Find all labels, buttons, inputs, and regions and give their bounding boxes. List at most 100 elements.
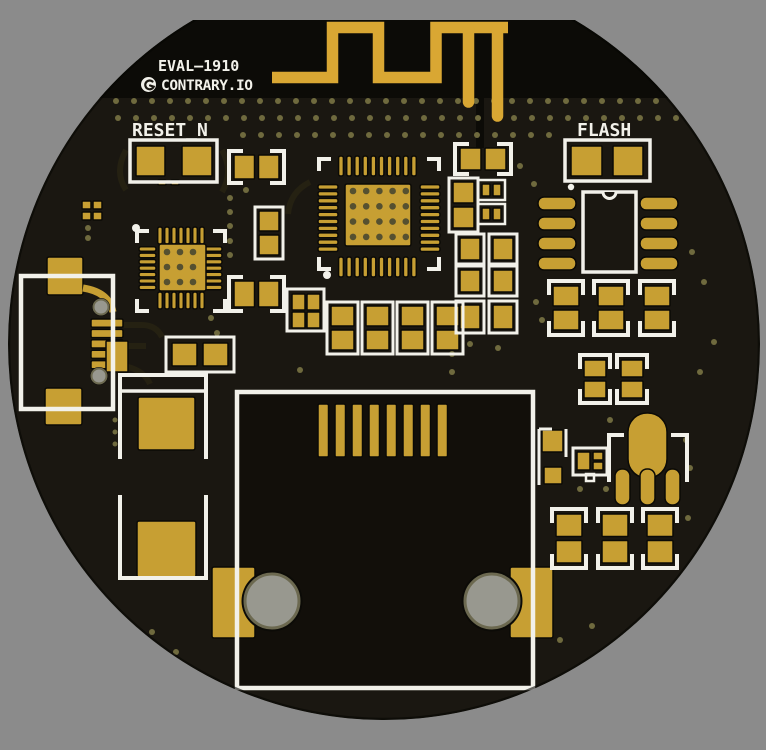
thermal-via <box>362 233 370 241</box>
qfn-pad <box>163 226 171 245</box>
soic-pad <box>639 216 679 231</box>
qfn-pad <box>156 226 164 245</box>
via-dot <box>240 132 246 138</box>
via-dot <box>403 115 409 121</box>
via-dot <box>85 225 91 231</box>
thermal-via <box>376 187 383 195</box>
via-dot <box>527 98 533 104</box>
trace <box>117 148 129 192</box>
thermal-via <box>163 248 171 256</box>
passive-tab <box>584 472 596 483</box>
thermal-via <box>362 187 370 195</box>
via-dot <box>455 98 461 104</box>
silkscreen-bracket <box>317 157 331 171</box>
module-pad <box>368 403 381 458</box>
passive-outline <box>487 299 519 335</box>
board-title-label: EVAL—1910 <box>158 57 239 75</box>
via-dot <box>701 279 707 285</box>
qfn-pad <box>177 226 185 245</box>
pad <box>202 342 229 367</box>
soic-pad <box>639 196 679 211</box>
thermal-via <box>189 263 197 271</box>
silkscreen-bracket <box>547 321 585 337</box>
reset-header-outline <box>128 138 219 184</box>
flash-pad <box>612 145 644 177</box>
module-pad <box>385 403 398 458</box>
via-dot <box>528 132 534 138</box>
via-dot <box>227 238 233 244</box>
via-dot <box>577 486 583 492</box>
via-dot <box>401 98 407 104</box>
via-dot <box>167 98 173 104</box>
pad <box>481 207 491 221</box>
via-dot <box>673 115 679 121</box>
via-dot <box>438 132 444 138</box>
via-dot <box>601 115 607 121</box>
via-dot <box>259 115 265 121</box>
pad <box>365 329 390 351</box>
pad <box>646 513 674 538</box>
pad <box>583 359 607 378</box>
thermal-via <box>376 203 383 210</box>
soic-pad <box>537 236 577 251</box>
thermal-via <box>389 233 396 241</box>
soic-pad <box>537 256 577 271</box>
via-dot <box>583 115 589 121</box>
pad <box>258 234 280 256</box>
silkscreen-bracket <box>227 275 243 313</box>
silkscreen-bracket <box>592 321 630 337</box>
via-dot <box>637 115 643 121</box>
via-dot <box>131 98 137 104</box>
usb-signal-pad <box>90 328 124 339</box>
pad <box>459 237 481 261</box>
via-dot <box>348 132 354 138</box>
via-dot <box>531 181 537 187</box>
passive-outline <box>430 300 465 356</box>
pad <box>583 380 607 399</box>
micro-pad <box>81 211 92 221</box>
via-dot <box>581 98 587 104</box>
via-dot <box>655 115 661 121</box>
module-pad <box>317 403 330 458</box>
qfn-pad <box>184 226 192 245</box>
pad <box>620 380 644 399</box>
sot-pad <box>664 468 681 506</box>
pad <box>233 154 256 180</box>
drill-holes <box>90 298 523 632</box>
pad <box>592 461 604 471</box>
via-dot <box>203 98 209 104</box>
via-dot <box>223 115 229 121</box>
trace <box>285 179 312 215</box>
qfn-pad <box>317 218 339 225</box>
reset-pad <box>135 145 166 177</box>
contrary-logo-icon <box>141 77 156 92</box>
passive-outline <box>360 300 395 356</box>
qfn-pad <box>419 218 441 225</box>
silkscreen-bracket <box>270 149 286 185</box>
gold-pads <box>44 145 681 639</box>
qfn-pad <box>138 277 157 285</box>
silkscreen-bracket <box>550 554 588 570</box>
pad <box>459 147 482 171</box>
qfn-thermal-pad <box>344 183 412 247</box>
pad <box>646 539 674 564</box>
qfn-pad <box>204 271 223 278</box>
qfn-pad <box>177 291 185 310</box>
usb-mount-pad <box>44 387 83 426</box>
silkscreen-bracket <box>638 279 676 295</box>
pad <box>233 280 256 308</box>
pad <box>306 293 321 311</box>
thermal-via <box>376 218 383 225</box>
silkscreen-bracket <box>427 157 441 171</box>
via-dot <box>294 132 300 138</box>
qfn-pad <box>204 265 223 272</box>
qfn-pad <box>402 256 409 278</box>
qfn-pad <box>138 245 157 253</box>
via-dot <box>619 115 625 121</box>
via-dot <box>421 115 427 121</box>
module-pad <box>419 403 432 458</box>
via-dot <box>187 115 193 121</box>
via-dot <box>565 115 571 121</box>
wifi-antenna-trace <box>272 21 508 122</box>
